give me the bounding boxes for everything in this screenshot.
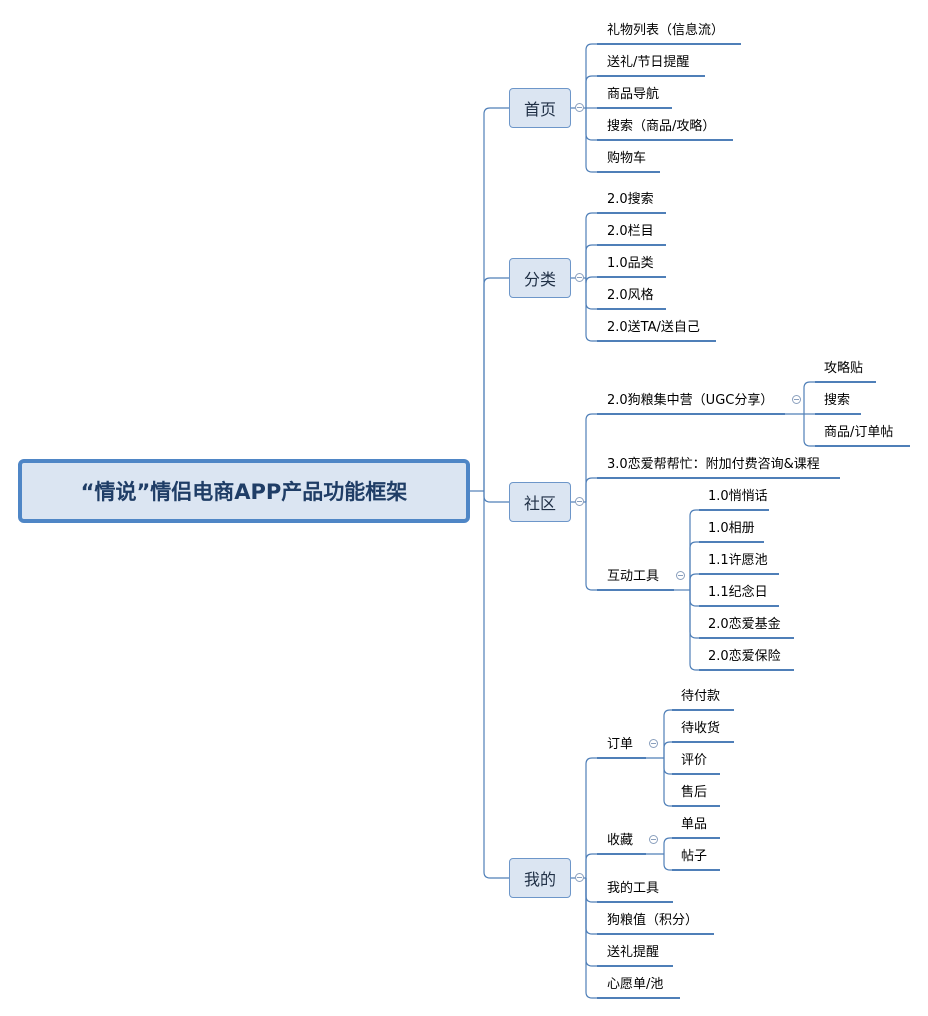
connector-line xyxy=(803,414,815,447)
leaf-node[interactable]: 评价 xyxy=(681,753,708,768)
connector-line xyxy=(585,212,597,278)
leaf-node[interactable]: 送礼/节日提醒 xyxy=(607,55,690,70)
collapse-toggle-icon[interactable] xyxy=(649,835,658,844)
branch-node-community[interactable]: 社区 xyxy=(509,482,571,522)
connector-line xyxy=(689,590,699,639)
leaf-node[interactable]: 送礼提醒 xyxy=(607,945,660,960)
connector-line xyxy=(483,277,509,491)
leaf-node[interactable]: 心愿单/池 xyxy=(607,977,664,992)
collapse-toggle-icon[interactable] xyxy=(575,497,584,506)
leaf-node[interactable]: 搜索 xyxy=(824,393,851,408)
leaf-node[interactable]: 1.1许愿池 xyxy=(708,553,768,568)
connector-line xyxy=(585,502,597,591)
leaf-node[interactable]: 我的工具 xyxy=(607,881,660,896)
leaf-node[interactable]: 2.0栏目 xyxy=(607,224,654,239)
subbranch-node[interactable]: 收藏 xyxy=(607,833,634,848)
leaf-node[interactable]: 商品/订单帖 xyxy=(824,425,894,440)
connector-line xyxy=(483,491,509,879)
connector-line xyxy=(585,757,597,878)
connector-line xyxy=(585,413,597,502)
connector-line xyxy=(689,541,699,590)
subbranch-node[interactable]: 2.0狗粮集中营（UGC分享） xyxy=(607,393,774,408)
root-node[interactable]: “情说”情侣电商APP产品功能框架 xyxy=(18,459,470,523)
leaf-node[interactable]: 搜索（商品/攻略） xyxy=(607,119,716,134)
connector-line xyxy=(803,381,815,414)
connector-line xyxy=(689,509,699,590)
connector-line xyxy=(585,276,597,284)
leaf-node[interactable]: 1.0相册 xyxy=(708,521,755,536)
leaf-node[interactable]: 1.1纪念日 xyxy=(708,585,768,600)
connector-line xyxy=(663,758,672,775)
connector-line xyxy=(585,477,597,502)
leaf-node[interactable]: 2.0恋爱保险 xyxy=(708,649,781,664)
leaf-node[interactable]: 礼物列表（信息流） xyxy=(607,23,725,38)
subbranch-node[interactable]: 订单 xyxy=(607,737,634,752)
connector-line xyxy=(663,741,672,758)
connector-line xyxy=(689,590,699,607)
connector-line xyxy=(585,244,597,278)
branch-node-category[interactable]: 分类 xyxy=(509,258,571,298)
connector-line xyxy=(483,491,509,503)
collapse-toggle-icon[interactable] xyxy=(649,739,658,748)
collapse-toggle-icon[interactable] xyxy=(575,273,584,282)
collapse-toggle-icon[interactable] xyxy=(792,395,801,404)
subbranch-node[interactable]: 互动工具 xyxy=(607,569,660,584)
connector-line xyxy=(585,853,597,878)
leaf-node[interactable]: 2.0搜索 xyxy=(607,192,654,207)
connector-line xyxy=(585,878,597,935)
leaf-node[interactable]: 2.0风格 xyxy=(607,288,654,303)
leaf-node[interactable]: 商品导航 xyxy=(607,87,660,102)
collapse-toggle-icon[interactable] xyxy=(676,571,685,580)
connector-line xyxy=(585,43,597,108)
connector-line xyxy=(585,878,597,967)
connector-line xyxy=(663,837,672,854)
leaf-node[interactable]: 2.0恋爱基金 xyxy=(708,617,781,632)
connector-line xyxy=(689,573,699,590)
connector-line xyxy=(663,854,672,871)
leaf-node[interactable]: 待付款 xyxy=(681,689,721,704)
connector-line xyxy=(585,878,597,903)
collapse-toggle-icon[interactable] xyxy=(575,103,584,112)
collapse-toggle-icon[interactable] xyxy=(575,873,584,882)
leaf-node[interactable]: 待收货 xyxy=(681,721,721,736)
connector-line xyxy=(585,878,597,999)
leaf-node[interactable]: 购物车 xyxy=(607,151,647,166)
leaf-node[interactable]: 1.0悄悄话 xyxy=(708,489,768,504)
connector-line xyxy=(585,278,597,342)
connector-line xyxy=(663,709,672,758)
connector-line xyxy=(585,278,597,310)
leaf-node[interactable]: 3.0恋爱帮帮忙：附加付费咨询&课程 xyxy=(607,457,820,472)
connector-line xyxy=(483,107,509,491)
leaf-node[interactable]: 单品 xyxy=(681,817,708,832)
leaf-node[interactable]: 狗粮值（积分） xyxy=(607,913,699,928)
leaf-node[interactable]: 帖子 xyxy=(681,849,708,864)
leaf-node[interactable]: 攻略贴 xyxy=(824,361,864,376)
connector-line xyxy=(585,108,597,141)
branch-node-home[interactable]: 首页 xyxy=(509,88,571,128)
connector-line xyxy=(585,75,597,108)
leaf-node[interactable]: 1.0品类 xyxy=(607,256,654,271)
leaf-node[interactable]: 售后 xyxy=(681,785,708,800)
connector-line xyxy=(663,758,672,807)
leaf-node[interactable]: 2.0送TA/送自己 xyxy=(607,320,700,335)
connector-line xyxy=(585,108,597,173)
branch-node-mine[interactable]: 我的 xyxy=(509,858,571,898)
connector-line xyxy=(689,590,699,671)
